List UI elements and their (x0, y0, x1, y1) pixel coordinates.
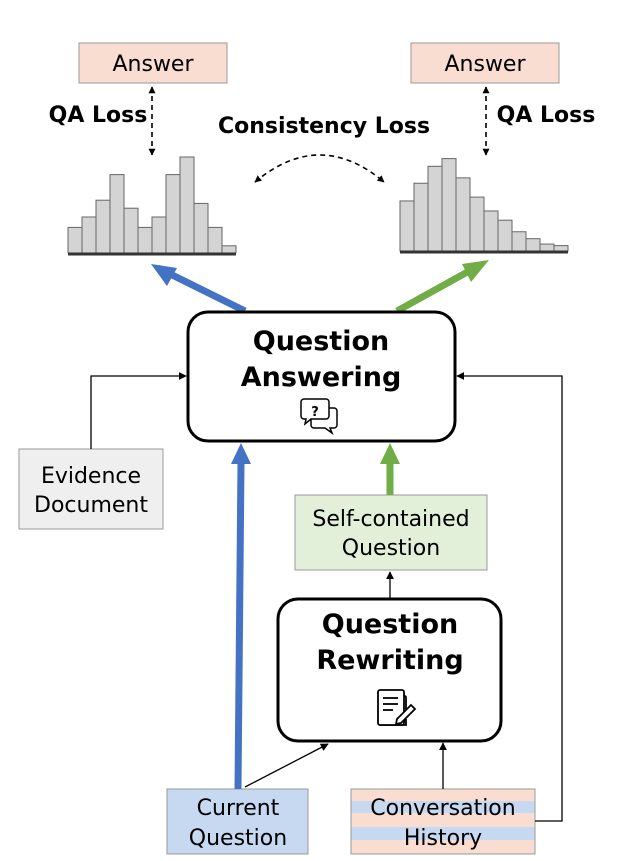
answer-right-box (410, 42, 560, 84)
current-question-to-rewriting-arrow (244, 743, 329, 788)
answer-right-group: Answer (410, 42, 560, 84)
histogram-left-bar-11 (207, 226, 223, 254)
question-answering-title-line1: Question (253, 326, 390, 357)
self-contained-question-box (294, 494, 488, 571)
current-question-line1: Current (197, 796, 280, 821)
conversation-history-line1: Conversation (370, 796, 515, 821)
qa-loss-right-label: QA Loss (497, 103, 596, 128)
histogram-right-bar-7 (483, 210, 499, 252)
qa-to-right-histogram-arrow (395, 261, 482, 315)
answer-right-label: Answer (444, 52, 526, 77)
histogram-right (399, 158, 569, 254)
qa-to-right-histogram-arrowhead (462, 260, 489, 282)
histogram-left-bar-5 (123, 207, 139, 254)
histogram-left (67, 156, 237, 256)
histogram-left-bar-2 (81, 216, 97, 254)
svg-text:?: ? (311, 405, 319, 420)
conversation-history-stripe-5 (351, 840, 535, 854)
self-contained-question-node: Self-contained Question (294, 494, 488, 571)
conversation-history-line2: History (404, 826, 482, 851)
evidence-document-box (18, 448, 164, 530)
question-answering-box (186, 310, 457, 443)
current-question-line2: Question (189, 826, 287, 851)
histogram-left-bar-9 (179, 156, 195, 254)
self-contained-question-line1: Self-contained (312, 507, 469, 532)
histogram-right-bar-12 (553, 245, 569, 252)
histogram-left-bar-12 (221, 245, 237, 254)
histogram-left-bar-10 (193, 202, 209, 254)
histogram-right-bar-2 (413, 182, 429, 252)
evidence-to-qa-arrow (90, 372, 187, 449)
histogram-right-bar-10 (525, 238, 541, 252)
histogram-left-bar-7 (151, 216, 167, 254)
consistency-loss-label: Consistency Loss (218, 114, 430, 139)
evidence-document-line2: Document (34, 493, 148, 518)
histogram-left-bar-1 (67, 226, 83, 254)
histogram-left-bar-4 (109, 174, 125, 254)
answer-left-box (78, 42, 228, 84)
question-answering-node: Question Answering ? (186, 310, 457, 443)
current-question-to-qa-arrow (234, 461, 245, 790)
question-rewriting-title-line1: Question (322, 609, 459, 640)
question-rewriting-node: Question Rewriting (276, 597, 503, 743)
chat-bubbles-icon: ? (300, 398, 338, 436)
conversation-history-stripe-4 (351, 827, 535, 840)
histogram-right-bar-6 (469, 196, 485, 252)
answer-left-label: Answer (112, 52, 194, 77)
conversation-history-stripe-2 (351, 801, 535, 813)
histogram-right-bar-4 (441, 158, 457, 252)
question-rewriting-title-line2: Rewriting (316, 645, 463, 676)
conversation-history-stripe-1 (351, 789, 535, 801)
qa-to-left-histogram-arrowhead (151, 264, 177, 286)
conversation-history-node: Conversation History (350, 788, 536, 855)
histogram-left-bar-6 (137, 226, 153, 254)
histogram-right-bar-1 (399, 200, 415, 252)
current-question-node: Current Question (166, 788, 309, 855)
history-to-qa-arrow (456, 372, 563, 822)
histogram-left-bar-8 (165, 174, 181, 254)
conversation-history-stripe-3 (351, 813, 535, 827)
question-answering-title-line2: Answering (241, 362, 402, 393)
self-contained-question-line2: Question (342, 536, 440, 561)
evidence-document-node: Evidence Document (18, 448, 164, 530)
answer-left-group: Answer (78, 42, 228, 84)
histogram-left-bar-3 (95, 199, 111, 254)
histogram-right-bar-8 (497, 219, 513, 252)
histogram-right-bar-3 (427, 165, 443, 252)
current-question-box (166, 788, 309, 855)
evidence-document-line1: Evidence (41, 464, 141, 489)
current-question-to-qa-arrowhead (231, 443, 251, 464)
histogram-right-bar-5 (455, 177, 471, 252)
histogram-right-bar-9 (511, 231, 527, 252)
edit-document-icon (377, 689, 417, 726)
self-contained-to-qa-arrowhead (380, 443, 400, 464)
qa-loss-left-label: QA Loss (49, 103, 148, 128)
consistency-loss-arrow (254, 154, 385, 183)
histogram-right-bar-11 (539, 243, 555, 252)
